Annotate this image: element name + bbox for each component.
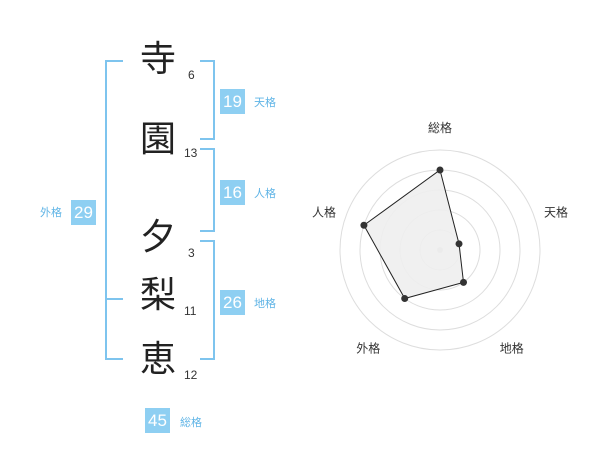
radar-axis-label-2: 天格 bbox=[544, 204, 568, 219]
stroke-count-1: 6 bbox=[188, 68, 195, 82]
radar-point-4 bbox=[401, 295, 409, 303]
radar-point-2 bbox=[455, 240, 463, 248]
radar-area bbox=[363, 169, 465, 300]
stroke-count-3: 3 bbox=[188, 246, 195, 260]
gaikaku-label: 外格 bbox=[40, 206, 62, 219]
chikaku-bracket bbox=[200, 240, 215, 360]
name-char-5: 恵 bbox=[139, 339, 176, 380]
stroke-count-4: 11 bbox=[184, 304, 197, 318]
soukaku-label: 総格 bbox=[180, 416, 202, 429]
jinkaku-bracket bbox=[200, 148, 215, 232]
soukaku-badge: 45 bbox=[145, 408, 170, 433]
stroke-count-5: 12 bbox=[184, 368, 198, 382]
radar-axis-label-3: 地格 bbox=[500, 341, 524, 356]
tenkaku-bracket bbox=[200, 60, 215, 140]
tenkaku-badge: 19 bbox=[220, 89, 245, 114]
radar-point-5 bbox=[360, 221, 368, 229]
name-char-2: 園 bbox=[139, 119, 176, 160]
gaikaku-divider bbox=[105, 298, 123, 300]
gaikaku-bracket bbox=[105, 60, 123, 360]
name-char-4: 梨 bbox=[139, 275, 176, 316]
radar-point-1 bbox=[436, 166, 444, 174]
radar-axis-label-4: 外格 bbox=[356, 341, 380, 356]
radar-point-3 bbox=[460, 278, 468, 286]
chikaku-badge: 26 bbox=[220, 290, 245, 315]
name-char-3: 夕 bbox=[139, 217, 176, 258]
tenkaku-label: 天格 bbox=[254, 96, 276, 109]
radar-axis-label-5: 人格 bbox=[312, 204, 336, 219]
stroke-count-2: 13 bbox=[184, 146, 198, 160]
gaikaku-badge: 29 bbox=[71, 200, 96, 225]
jinkaku-badge: 16 bbox=[220, 180, 245, 205]
radar-axis-label-1: 総格 bbox=[428, 120, 452, 135]
jinkaku-label: 人格 bbox=[254, 187, 276, 200]
chikaku-label: 地格 bbox=[254, 297, 276, 310]
name-char-1: 寺 bbox=[139, 39, 176, 80]
